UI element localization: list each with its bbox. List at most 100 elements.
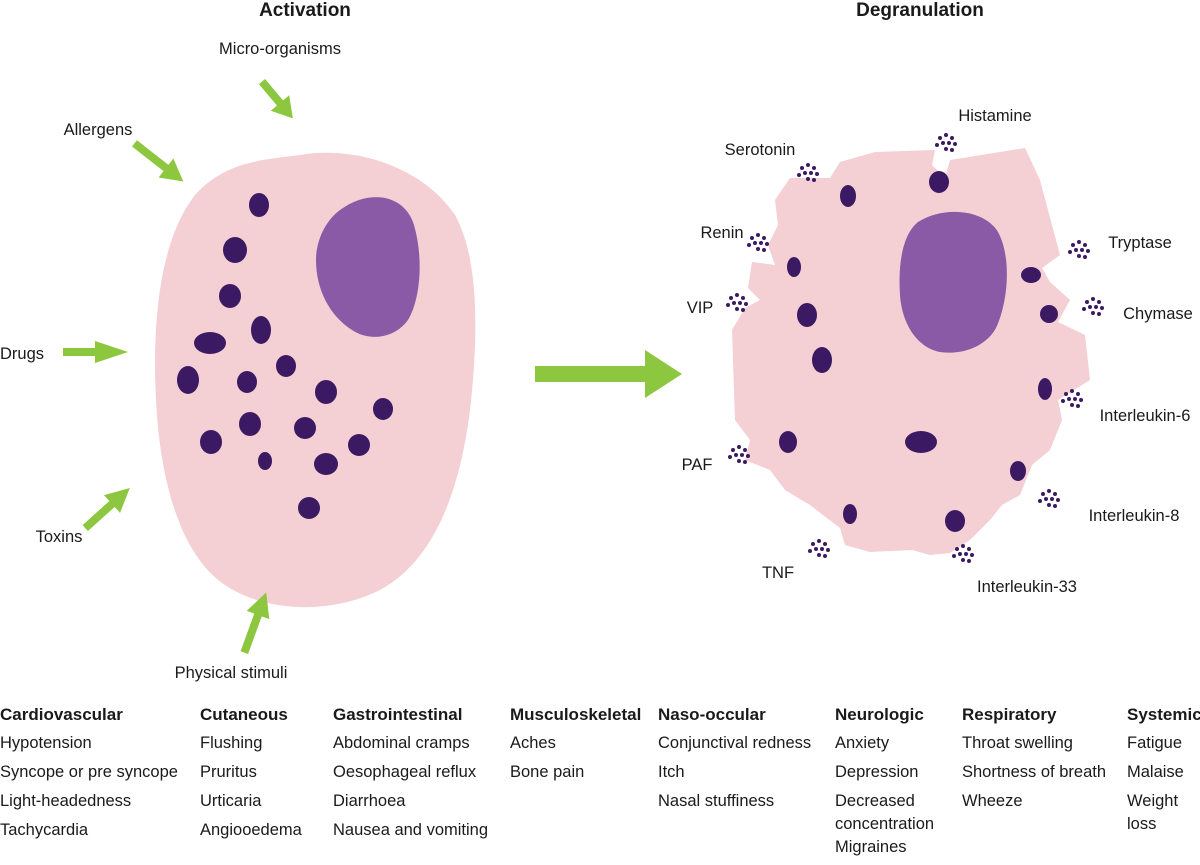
- granule: [373, 398, 393, 420]
- trigger-arrows: [63, 78, 293, 654]
- degranulating-cell-body: [732, 148, 1090, 555]
- granules: [177, 193, 393, 519]
- symptom-item: Diarrhoea: [333, 792, 406, 810]
- symptom-column-gastrointestinal: Gastrointestinal Abdominal cramps Oesoph…: [333, 704, 503, 848]
- mediator-label: TNF: [762, 564, 794, 582]
- symptom-item: Tachycardia: [0, 821, 89, 839]
- arrow-micro-organisms: [258, 78, 293, 119]
- symptom-item: Oesophageal reflux: [333, 763, 477, 781]
- trigger-label: Toxins: [36, 528, 83, 546]
- granule: [177, 366, 199, 394]
- granule: [249, 193, 269, 217]
- mediator-dots: [1068, 240, 1090, 259]
- symptom-item: Depression: [835, 763, 919, 781]
- mediator-label: Renin: [700, 224, 743, 242]
- granule: [194, 332, 226, 354]
- symptom-item: Angiooedema: [200, 821, 302, 839]
- symptom-category: Respiratory: [962, 705, 1057, 724]
- granule: [1010, 461, 1026, 481]
- granule: [905, 431, 937, 453]
- mediator-dots: [1082, 297, 1104, 316]
- granule: [797, 303, 817, 327]
- granule: [929, 171, 949, 193]
- granule: [945, 510, 965, 532]
- symptom-item: Conjunctival redness: [658, 734, 812, 752]
- symptom-item: Decreased concentration: [835, 792, 935, 833]
- mediator-label: Histamine: [958, 107, 1031, 125]
- symptom-category: Musculoskeletal: [510, 705, 642, 724]
- granule: [1021, 267, 1041, 283]
- mediator-label: Chymase: [1123, 305, 1193, 323]
- symptom-item: Syncope or pre syncope: [0, 763, 178, 781]
- symptom-category: Gastrointestinal: [333, 705, 463, 724]
- degranulation-title: Degranulation: [856, 0, 984, 21]
- symptom-item: Shortness of breath: [962, 763, 1107, 781]
- arrow-drugs: [63, 341, 128, 363]
- symptom-item: Wheeze: [962, 792, 1023, 810]
- granule: [315, 380, 337, 404]
- symptom-table: Cardiovascular Hypotension Syncope or pr…: [0, 704, 1200, 858]
- mediator-label: Serotonin: [725, 141, 796, 159]
- arrow-allergens: [132, 140, 184, 182]
- symptom-column-naso-occular: Naso-occular Conjunctival redness Itch N…: [658, 704, 828, 819]
- granule: [840, 185, 856, 207]
- granule: [237, 371, 257, 393]
- granule: [1040, 305, 1058, 323]
- granule: [1038, 378, 1052, 400]
- symptom-item: Nasal stuffiness: [658, 792, 775, 810]
- granule: [787, 257, 801, 277]
- granule: [276, 355, 296, 377]
- symptom-item: Weight loss: [1127, 792, 1179, 833]
- mediator-dots: [935, 133, 957, 152]
- symptom-column-systemic: Systemic Fatigue Malaise Weight loss: [1127, 704, 1200, 842]
- symptom-item: Nausea and vomiting: [333, 821, 489, 839]
- symptom-category: Cardiovascular: [0, 705, 123, 724]
- trigger-label: Physical stimuli: [175, 664, 288, 682]
- granule: [314, 453, 338, 475]
- granule: [294, 417, 316, 439]
- transition-arrow: [535, 350, 682, 398]
- granule: [298, 497, 320, 519]
- symptom-column-respiratory: Respiratory Throat swelling Shortness of…: [962, 704, 1122, 819]
- symptom-item: Aches: [510, 734, 556, 752]
- symptom-column-neurologic: Neurologic Anxiety Depression Decreased …: [835, 704, 955, 865]
- symptom-column-cutaneous: Cutaneous Flushing Pruritus Urticaria An…: [200, 704, 325, 848]
- mediator-label: Interleukin-33: [977, 578, 1077, 596]
- symptom-category: Systemic: [1127, 705, 1200, 724]
- mediator-label: Tryptase: [1108, 234, 1172, 252]
- symptom-item: Throat swelling: [962, 734, 1073, 752]
- trigger-label: Drugs: [0, 345, 44, 363]
- mast-cell-diagram: Activation Degranulation Micro-organisms…: [0, 0, 1193, 682]
- granule: [779, 431, 797, 453]
- symptom-column-musculoskeletal: Musculoskeletal Aches Bone pain: [510, 704, 650, 790]
- granule: [239, 412, 261, 436]
- granule: [200, 430, 222, 454]
- symptom-item: Malaise: [1127, 763, 1184, 781]
- symptom-item: Abdominal cramps: [333, 734, 470, 752]
- arrow-physical-stimuli: [240, 592, 270, 654]
- symptom-item: Light-headedness: [0, 792, 132, 810]
- symptom-item: Fatigue: [1127, 734, 1183, 752]
- mediator-dots: [1038, 489, 1060, 508]
- mediator-label: Interleukin-6: [1100, 407, 1191, 425]
- symptom-item: Bone pain: [510, 763, 585, 781]
- nucleus: [316, 197, 420, 337]
- granule: [219, 284, 241, 308]
- mediator-label: PAF: [682, 456, 713, 474]
- symptom-item: Migraines: [835, 838, 907, 856]
- symptom-item: Pruritus: [200, 763, 257, 781]
- symptom-item: Flushing: [200, 734, 263, 752]
- trigger-label: Micro-organisms: [219, 40, 341, 58]
- granule: [843, 504, 857, 524]
- granule: [812, 347, 832, 373]
- symptom-item: Urticaria: [200, 792, 262, 810]
- mediator-dots: [726, 293, 748, 312]
- mediator-dots: [728, 445, 750, 464]
- granule: [251, 316, 271, 344]
- mediator-label: Interleukin-8: [1089, 507, 1180, 525]
- arrow-toxins: [82, 487, 130, 532]
- symptom-item: Anxiety: [835, 734, 890, 752]
- trigger-label: Allergens: [64, 121, 133, 139]
- symptom-item: Itch: [658, 763, 685, 781]
- granule: [223, 237, 247, 263]
